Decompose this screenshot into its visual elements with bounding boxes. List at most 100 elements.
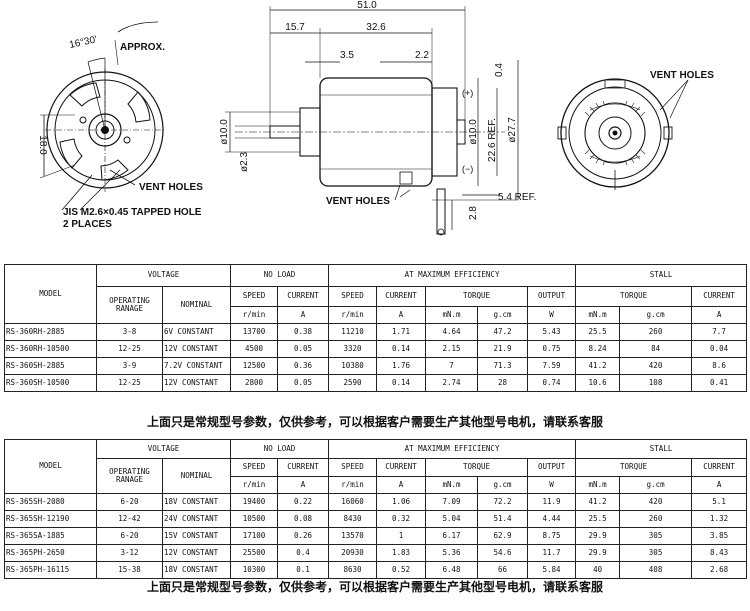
table-cell: 16060	[328, 493, 378, 511]
table-cell: 17100	[230, 527, 279, 545]
col-speed: SPEED	[328, 458, 378, 477]
col-current: CURRENT	[277, 286, 330, 307]
table-cell: 0.08	[277, 510, 330, 528]
spec-table-360: MODEL VOLTAGE NO LOAD AT MAXIMUM EFFICIE…	[4, 264, 748, 392]
table-cell: 305	[619, 544, 693, 562]
col-nominal: NOMINAL	[161, 286, 232, 324]
table-cell: 12-25	[96, 374, 163, 392]
col-speed: SPEED	[230, 286, 279, 307]
table-cell: 25.5	[575, 323, 621, 341]
table-cell: 10500	[230, 510, 279, 528]
table-cell: 62.9	[477, 527, 529, 545]
model-cell: RS-360SH-10500	[4, 374, 97, 392]
table-cell: 1.06	[376, 493, 427, 511]
note-text-2: 上面只是常规型号参数，仅供参考，可以根据客户需要生产其他型号电机，请联系客服	[146, 580, 603, 594]
model-cell: RS-365PH-2650	[4, 544, 97, 562]
table-cell: 8.75	[527, 527, 577, 545]
table-cell: 4.44	[527, 510, 577, 528]
table-cell: 0.36	[277, 357, 330, 375]
dim-5-4-ref: 5.4 REF.	[498, 192, 536, 203]
unit: A	[277, 306, 330, 324]
table-cell: 25500	[230, 544, 279, 562]
dim-dia-2-3: ø2.3	[239, 152, 250, 172]
col-voltage: VOLTAGE	[95, 439, 232, 459]
table-cell: 72.2	[477, 493, 529, 511]
table-cell: 0.05	[277, 374, 330, 392]
table-cell: 420	[619, 493, 693, 511]
dim-18-0: 18.0	[37, 135, 48, 155]
table-cell: 0.05	[277, 340, 330, 358]
table-cell: 5.43	[527, 323, 577, 341]
label-vent-holes-front: VENT HOLES	[139, 182, 203, 193]
col-current: CURRENT	[691, 458, 748, 477]
model-cell: RS-365SA-1885	[4, 527, 97, 545]
table-cell: 11.7	[527, 544, 577, 562]
model-cell: RS-360RH-10500	[4, 340, 97, 358]
table-cell: 2.15	[425, 340, 479, 358]
col-torque: TORQUE	[425, 286, 529, 307]
table-cell: 29.9	[575, 527, 621, 545]
unit: A	[277, 476, 330, 494]
col-max-eff: AT MAXIMUM EFFICIENCY	[328, 439, 577, 459]
table-cell: 108	[619, 374, 693, 392]
unit: r/min	[328, 306, 378, 324]
table-cell: 84	[619, 340, 693, 358]
table-cell: 13700	[230, 323, 279, 341]
table-cell: 1.32	[691, 510, 748, 528]
table-cell: 5.84	[527, 561, 577, 579]
col-stall: STALL	[575, 439, 748, 459]
table-cell: 8.43	[691, 544, 748, 562]
dim-2-8: 2.8	[468, 206, 479, 220]
table-cell: 6V CONSTANT	[161, 323, 232, 341]
table-cell: 6-20	[96, 527, 163, 545]
dim-3-5: 3.5	[340, 50, 354, 61]
table-cell: 10380	[328, 357, 378, 375]
label-two-places: 2 PLACES	[63, 219, 112, 230]
unit: g.cm	[619, 476, 693, 494]
col-model: MODEL	[4, 439, 97, 494]
table-cell: 24V CONSTANT	[161, 510, 232, 528]
table-cell: 0.74	[527, 374, 577, 392]
table-cell: 0.14	[376, 340, 427, 358]
unit: A	[376, 476, 427, 494]
table-cell: 2800	[230, 374, 279, 392]
table-cell: 21.9	[477, 340, 529, 358]
table-cell: 7.2V CONSTANT	[161, 357, 232, 375]
table-cell: 1.76	[376, 357, 427, 375]
table-cell: 7.59	[527, 357, 577, 375]
table-cell: 41.2	[575, 357, 621, 375]
col-model: MODEL	[4, 264, 97, 324]
col-operating-range: OPERATING RANAGE	[96, 286, 163, 324]
table-cell: 260	[619, 323, 693, 341]
table-cell: 5.04	[425, 510, 479, 528]
table-cell: 19400	[230, 493, 279, 511]
table-cell: 1.83	[376, 544, 427, 562]
note-text-1: 上面只是常规型号参数，仅供参考，可以根据客户需要生产其他型号电机，请联系客服	[146, 415, 603, 429]
table-cell: 0.4	[277, 544, 330, 562]
table-cell: 40	[575, 561, 621, 579]
rear-view	[557, 78, 689, 190]
unit: A	[691, 306, 748, 324]
table-cell: 10300	[230, 561, 279, 579]
table-cell: 0.14	[376, 374, 427, 392]
table-cell: 0.04	[691, 340, 748, 358]
table-cell: 28	[477, 374, 529, 392]
table-cell: 11.9	[527, 493, 577, 511]
side-view	[225, 6, 519, 236]
col-torque: TORQUE	[575, 458, 693, 477]
table-cell: 51.4	[477, 510, 529, 528]
model-cell: RS-360RH-2885	[4, 323, 97, 341]
spec-table-365: MODEL VOLTAGE NO LOAD AT MAXIMUM EFFICIE…	[4, 439, 748, 579]
label-vent-holes-rear: VENT HOLES	[650, 70, 714, 81]
table-cell: 2590	[328, 374, 378, 392]
dim-approx: APPROX.	[120, 42, 165, 53]
unit: W	[527, 476, 577, 494]
table-cell: 420	[619, 357, 693, 375]
table-cell: 8430	[328, 510, 378, 528]
